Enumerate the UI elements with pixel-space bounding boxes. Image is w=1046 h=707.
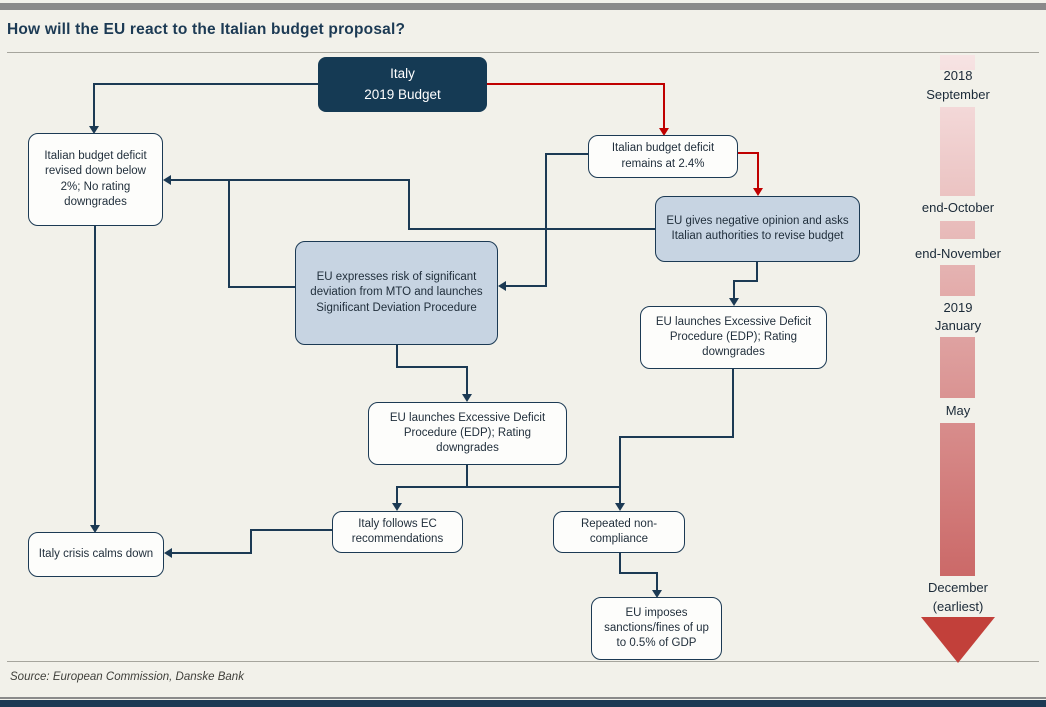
line-segment <box>506 285 547 287</box>
line-segment <box>250 529 333 531</box>
timeline-label-end-october: end-October <box>921 200 995 215</box>
timeline-arrow-down-icon <box>921 617 995 663</box>
timeline-label-january: January <box>934 318 982 333</box>
line-segment <box>545 153 547 287</box>
arrowhead-down <box>659 128 669 136</box>
chart-top-border <box>7 52 1039 53</box>
line-segment <box>619 552 621 574</box>
line-segment <box>466 366 468 395</box>
line-segment <box>396 486 621 488</box>
line-segment <box>732 368 734 438</box>
timeline-label-september: September <box>926 87 990 102</box>
timeline-bar-segment <box>940 265 975 296</box>
node-crisis-calms: Italy crisis calms down <box>28 532 164 577</box>
arrowhead-left <box>498 281 506 291</box>
node-follows-ec: Italy follows EC recommendations <box>332 511 463 553</box>
timeline-label-2019: 2019 <box>943 300 973 315</box>
timeline-label-earliest: (earliest) <box>932 599 984 614</box>
timeline-bar-segment <box>940 337 975 398</box>
node-italy-2019-budget: Italy 2019 Budget <box>318 57 487 112</box>
line-segment <box>93 83 318 85</box>
arrowhead-left <box>163 175 171 185</box>
arrowhead-down <box>90 525 100 533</box>
line-segment <box>545 153 588 155</box>
page-title: How will the EU react to the Italian bud… <box>7 21 406 38</box>
arrowhead-down <box>615 503 625 511</box>
bottom-navy-bar <box>0 700 1046 707</box>
arrowhead-down <box>462 394 472 402</box>
line-segment <box>408 228 656 230</box>
node-negative-opinion: EU gives negative opinion and asks Itali… <box>655 196 860 262</box>
line-segment <box>408 180 410 230</box>
line-segment <box>172 552 252 554</box>
line-segment <box>487 83 665 85</box>
line-segment <box>663 83 665 129</box>
line-segment <box>619 572 658 574</box>
node-edp-center: EU launches Excessive Deficit Procedure … <box>368 402 567 465</box>
arrowhead-down <box>89 126 99 134</box>
source-note: Source: European Commission, Danske Bank <box>10 671 244 683</box>
timeline-label-december: December <box>928 580 988 595</box>
node-deficit-revised: Italian budget deficit revised down belo… <box>28 133 163 226</box>
line-segment <box>733 280 758 282</box>
top-divider-bar <box>0 3 1046 10</box>
line-segment <box>396 345 398 368</box>
node-significant-deviation-procedure: EU expresses risk of significant deviati… <box>295 241 498 345</box>
timeline-label-may: May <box>945 403 971 418</box>
line-segment <box>757 152 759 190</box>
line-segment <box>396 486 398 504</box>
line-segment <box>620 436 734 438</box>
line-segment <box>94 226 96 526</box>
line-segment <box>466 465 468 488</box>
timeline-bar-segment <box>940 107 975 196</box>
timeline-bar-segment <box>940 423 975 576</box>
timeline-bar-segment <box>940 221 975 239</box>
footer-divider <box>0 697 1046 699</box>
chart-bottom-border <box>7 661 1039 662</box>
node-repeated-noncompliance: Repeated non-compliance <box>553 511 685 553</box>
line-segment <box>250 529 252 554</box>
timeline-bar-segment <box>940 55 975 70</box>
timeline-label-2018: 2018 <box>943 68 973 83</box>
line-segment <box>733 280 735 299</box>
node-edp-right: EU launches Excessive Deficit Procedure … <box>640 306 827 369</box>
arrowhead-down <box>652 590 662 598</box>
line-segment <box>93 83 95 127</box>
line-segment <box>171 179 410 181</box>
line-segment <box>396 366 468 368</box>
line-segment <box>756 262 758 282</box>
arrowhead-down <box>392 503 402 511</box>
line-segment <box>228 286 295 288</box>
line-segment <box>619 436 621 504</box>
arrowhead-down <box>753 188 763 196</box>
line-segment <box>656 572 658 592</box>
arrowhead-left <box>164 548 172 558</box>
timeline-label-end-november: end-November <box>915 246 1001 261</box>
arrowhead-down <box>729 298 739 306</box>
node-deficit-remains: Italian budget deficit remains at 2.4% <box>588 135 738 178</box>
line-segment <box>737 152 759 154</box>
line-segment <box>228 180 230 288</box>
node-sanctions: EU imposes sanctions/fines of up to 0.5%… <box>591 597 722 660</box>
